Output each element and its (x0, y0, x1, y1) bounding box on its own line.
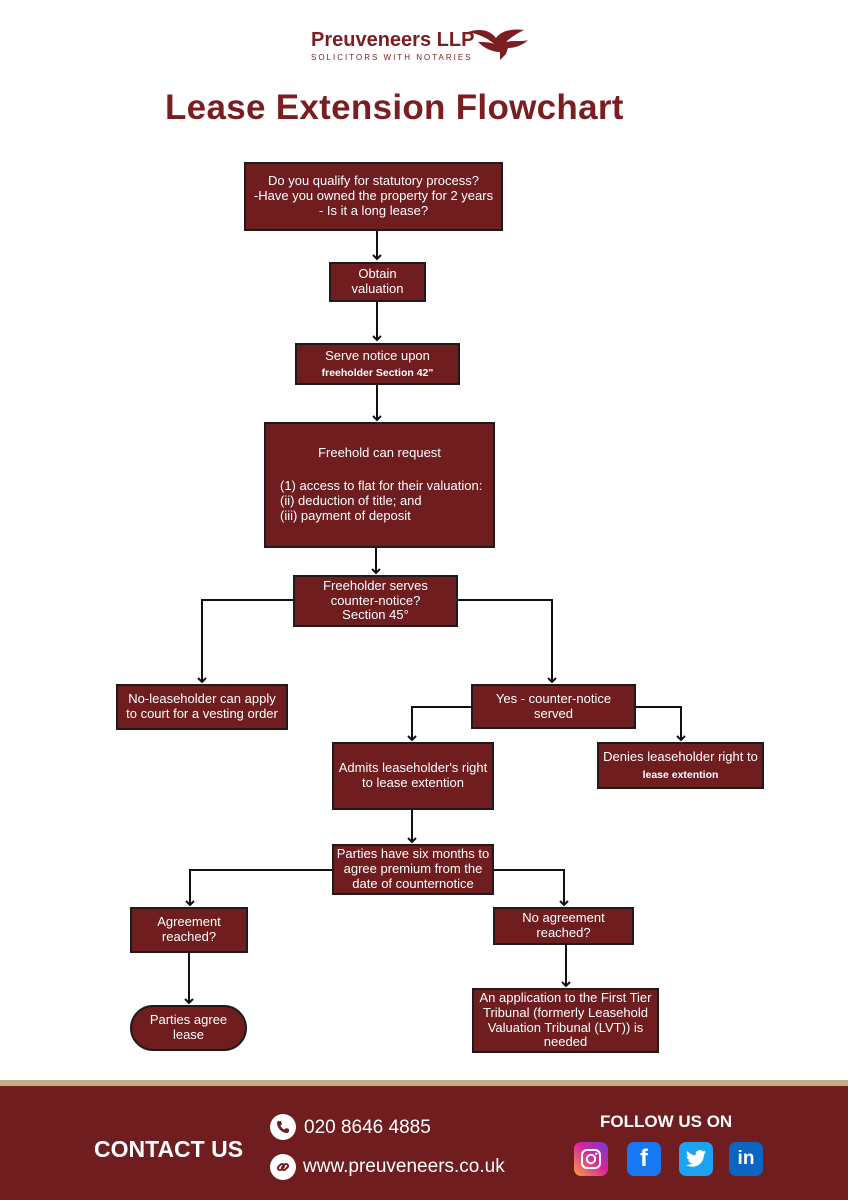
instagram-icon[interactable] (574, 1142, 608, 1176)
freehold-request-line-1: (1) access to flat for their valuation: (280, 477, 483, 493)
counter-notice-line-2: counter-notice? (330, 592, 421, 608)
valuation-line-2: valuation (351, 281, 404, 296)
serve-notice-box: Serve notice upon freeholder Section 42" (295, 343, 460, 385)
brand-name: Preuveneers LLP (311, 29, 475, 51)
agreement-box: Agreement reached? (130, 907, 248, 953)
linkedin-icon[interactable]: in (729, 1142, 763, 1176)
website-link[interactable]: www.preuveneers.co.uk (303, 1156, 505, 1177)
freehold-request-heading: Freehold can request (318, 445, 441, 460)
serve-notice-line-1: Serve notice upon (325, 347, 430, 363)
page-title: Lease Extension Flowchart (165, 88, 624, 127)
tribunal-line-2: Tribunal (formerly Leasehold (483, 1004, 648, 1020)
admits-line-2: to lease extention (362, 775, 464, 790)
admits-line-1: Admits leaseholder's right (338, 760, 488, 776)
freehold-request-line-3: (iii) payment of deposit (280, 507, 411, 523)
follow-title: FOLLOW US ON (600, 1112, 733, 1131)
twitter-icon[interactable] (679, 1142, 713, 1176)
qualify-line-3: - Is it a long lease? (318, 202, 429, 218)
denies-box: Denies leaseholder right to lease extent… (597, 742, 764, 789)
qualify-line-2: -Have you owned the property for 2 years (253, 188, 494, 204)
denies-line-1: Denies leaseholder right to (603, 749, 758, 764)
no-branch-line-1: No-leaseholder can apply (128, 691, 276, 707)
counter-notice-line-1: Freeholder serves (323, 577, 428, 593)
no-agreement-line-2: reached? (536, 925, 591, 940)
phone-number[interactable]: 020 8646 4885 (304, 1117, 431, 1138)
no-branch-box: No-leaseholder can apply to court for a … (116, 684, 288, 730)
counter-notice-box: Freeholder serves counter-notice? Sectio… (293, 575, 458, 627)
flow-connectors (184, 231, 686, 1005)
no-agreement-box: No agreement reached? (493, 907, 634, 945)
admits-box: Admits leaseholder's right to lease exte… (332, 742, 494, 810)
qualify-line-1: Do you qualify for statutory process? (268, 173, 479, 189)
yes-branch-line-1: Yes - counter-notice (495, 690, 612, 706)
yes-branch-box: Yes - counter-notice served (471, 684, 636, 729)
six-months-line-2: agree premium from the (343, 861, 483, 877)
agree-lease-line-1: Parties agree (149, 1012, 228, 1028)
tribunal-box: An application to the First Tier Tribuna… (472, 988, 659, 1053)
six-months-box: Parties have six months to agree premium… (332, 844, 494, 895)
no-agreement-line-1: No agreement (522, 910, 605, 926)
agree-lease-line-2: lease (172, 1027, 205, 1042)
valuation-box: Obtain valuation (329, 262, 426, 302)
freehold-request-box: Freehold can request (1) access to flat … (264, 422, 495, 548)
freehold-request-line-2: (ii) deduction of title; and (280, 492, 422, 508)
facebook-icon[interactable]: f (627, 1142, 661, 1176)
six-months-line-1: Parties have six months to (336, 846, 490, 862)
six-months-line-3: date of counternotice (352, 875, 474, 891)
tribunal-line-1: An application to the First Tier (479, 989, 652, 1005)
eagle-icon (466, 24, 538, 69)
link-icon (270, 1154, 296, 1180)
footer: CONTACT US 020 8646 4885 www.preuveneers… (0, 1086, 848, 1200)
agree-lease-box: Parties agree lease (130, 1005, 247, 1051)
yes-branch-line-2: served (533, 705, 574, 721)
phone-icon (270, 1114, 296, 1140)
denies-line-2: lease extention (642, 768, 719, 781)
brand-tagline: SOLICITORS WITH NOTARIES (311, 53, 473, 62)
no-branch-line-2: to court for a vesting order (126, 706, 278, 721)
valuation-line-1: Obtain (358, 266, 397, 282)
counter-notice-line-3: Section 45° (342, 607, 409, 623)
qualify-box: Do you qualify for statutory process? -H… (244, 162, 503, 231)
agreement-line-1: Agreement (157, 914, 221, 930)
tribunal-line-4: needed (543, 1034, 588, 1050)
footer-stripe (0, 1080, 848, 1087)
contact-title: CONTACT US (94, 1136, 244, 1162)
tribunal-line-3: Valuation Tribunal (LVT)) is (487, 1019, 644, 1035)
agreement-line-2: reached? (161, 929, 217, 944)
serve-notice-line-2: freeholder Section 42" (321, 367, 434, 380)
